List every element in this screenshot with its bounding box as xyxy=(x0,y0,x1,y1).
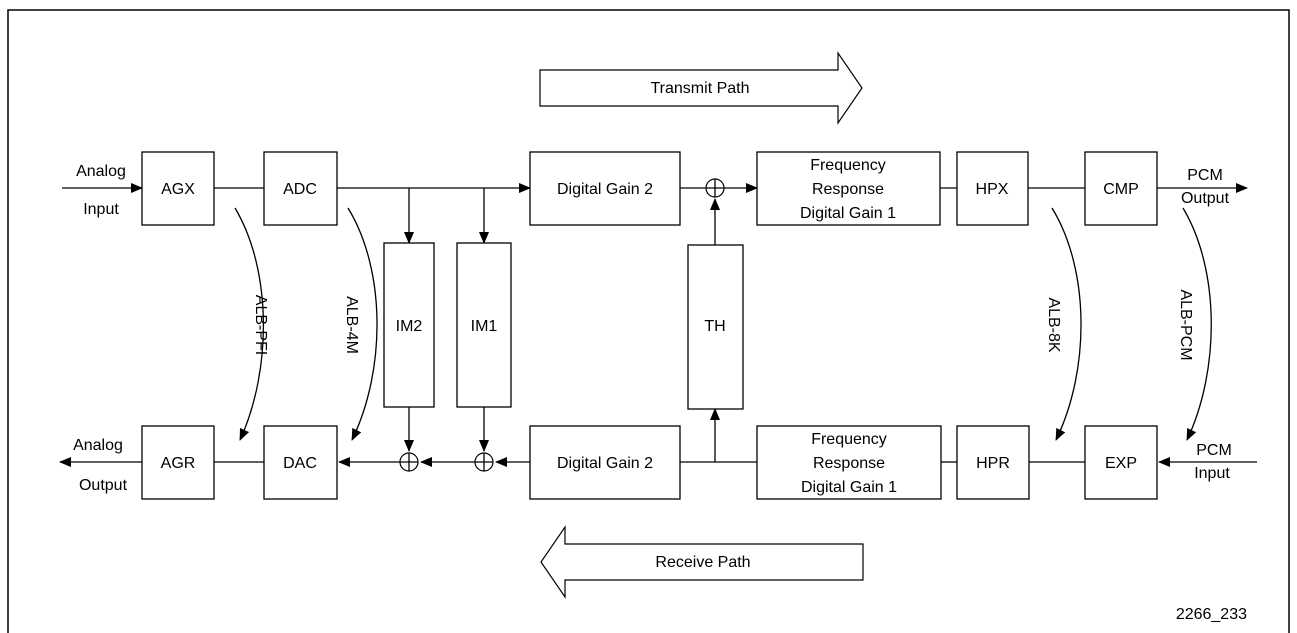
svg-text:Frequency: Frequency xyxy=(811,431,887,448)
adc-block: ADC xyxy=(263,151,338,226)
svg-text:Analog: Analog xyxy=(73,437,123,454)
figure-id: 2266_233 xyxy=(1176,606,1247,623)
svg-text:AGR: AGR xyxy=(161,455,196,472)
digital-gain-2-tx-block: Digital Gain 2 xyxy=(529,151,681,226)
im1-block: IM1 xyxy=(456,242,512,408)
hpx-block: HPX xyxy=(956,151,1029,226)
svg-text:Digital Gain 1: Digital Gain 1 xyxy=(800,205,896,222)
exp-block: EXP xyxy=(1084,425,1158,500)
svg-text:ALB-PFI: ALB-PFI xyxy=(252,295,269,355)
svg-text:Output: Output xyxy=(1181,190,1230,207)
svg-text:IM1: IM1 xyxy=(471,318,498,335)
svg-text:Analog: Analog xyxy=(76,163,126,180)
svg-text:Response: Response xyxy=(812,181,884,198)
analog-output-label: Analog Output xyxy=(73,437,127,494)
svg-text:Input: Input xyxy=(83,201,119,218)
transmit-wiring xyxy=(62,178,1248,245)
svg-text:AGX: AGX xyxy=(161,181,195,198)
svg-text:Output: Output xyxy=(79,477,128,494)
svg-text:Input: Input xyxy=(1194,465,1230,482)
cmp-block: CMP xyxy=(1084,151,1158,226)
svg-text:IM2: IM2 xyxy=(396,318,423,335)
loopback-pfi: ALB-PFI xyxy=(234,207,269,441)
receive-path-label: Receive Path xyxy=(655,554,750,571)
analog-input-label: Analog Input xyxy=(76,163,126,218)
svg-text:ALB-8K: ALB-8K xyxy=(1045,297,1062,352)
receive-wiring xyxy=(59,407,1257,472)
svg-text:ALB-PCM: ALB-PCM xyxy=(1177,289,1194,360)
svg-text:PCM: PCM xyxy=(1196,442,1232,459)
svg-text:Digital Gain 2: Digital Gain 2 xyxy=(557,455,653,472)
svg-text:PCM: PCM xyxy=(1187,167,1223,184)
svg-text:CMP: CMP xyxy=(1103,181,1139,198)
svg-text:TH: TH xyxy=(704,318,725,335)
agx-block: AGX xyxy=(141,151,215,226)
loopback-4m: ALB-4M xyxy=(343,207,378,441)
svg-text:ADC: ADC xyxy=(283,181,317,198)
transmit-path-arrow: Transmit Path xyxy=(539,51,863,125)
svg-text:Digital Gain 1: Digital Gain 1 xyxy=(801,479,897,496)
svg-text:Frequency: Frequency xyxy=(810,157,886,174)
loopback-pcm: ALB-PCM xyxy=(1177,207,1212,441)
hpr-block: HPR xyxy=(956,425,1030,500)
frequency-response-rx-block: Frequency Response Digital Gain 1 xyxy=(756,425,942,500)
dac-block: DAC xyxy=(263,425,338,500)
im2-block: IM2 xyxy=(383,242,435,408)
receive-path-arrow: Receive Path xyxy=(540,525,864,599)
loopback-8k: ALB-8K xyxy=(1045,207,1082,441)
svg-text:ALB-4M: ALB-4M xyxy=(343,296,360,354)
agr-block: AGR xyxy=(141,425,215,500)
pcm-input-label: PCM Input xyxy=(1194,442,1232,482)
pcm-output-label: PCM Output xyxy=(1181,167,1230,207)
svg-text:Response: Response xyxy=(813,455,885,472)
frequency-response-tx-block: Frequency Response Digital Gain 1 xyxy=(756,151,941,226)
svg-text:DAC: DAC xyxy=(283,455,317,472)
svg-text:Digital Gain 2: Digital Gain 2 xyxy=(557,181,653,198)
th-block: TH xyxy=(687,244,744,410)
svg-text:HPX: HPX xyxy=(976,181,1009,198)
svg-text:EXP: EXP xyxy=(1105,455,1137,472)
transmit-path-label: Transmit Path xyxy=(651,80,750,97)
figure-frame xyxy=(7,9,1290,633)
svg-text:HPR: HPR xyxy=(976,455,1010,472)
digital-gain-2-rx-block: Digital Gain 2 xyxy=(529,425,681,500)
